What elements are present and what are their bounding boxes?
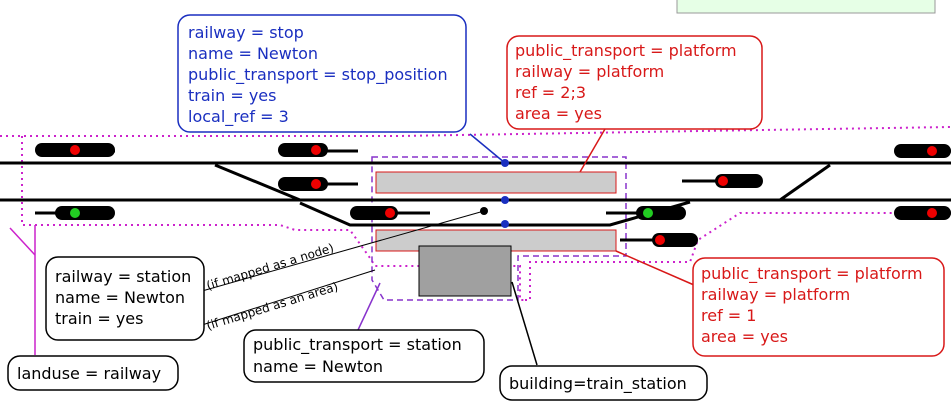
connector-station-node (201, 210, 485, 292)
platform-top-tag-box: public_transport = platform railway = pl… (506, 35, 763, 130)
signal-red-icon (278, 177, 358, 191)
station-area-tag-line: public_transport = station (253, 335, 462, 355)
stop-position-node (501, 220, 509, 228)
connector-station-area (201, 269, 376, 326)
signal-green-icon (35, 206, 115, 220)
building-tag: building=train_station (509, 374, 687, 394)
platform-top-tag-line: public_transport = platform (515, 41, 737, 61)
stop-tag-line: train = yes (188, 86, 276, 105)
stop-position-node (501, 196, 509, 204)
connector-stop (469, 133, 506, 164)
building-tag-box: building=train_station (499, 365, 708, 401)
station-tag-line: name = Newton (55, 288, 185, 307)
platform-bottom-tag-line: ref = 1 (701, 306, 756, 325)
legend-box (676, 0, 936, 14)
stop-tag-line: local_ref = 3 (188, 107, 289, 127)
signal-red-icon (278, 143, 358, 157)
connector-public-transport-station (357, 282, 381, 331)
station-tag-line: railway = station (55, 267, 191, 286)
stop-tag-line: name = Newton (188, 44, 318, 63)
signal-red-icon (350, 206, 430, 220)
platform-bottom-tag-line: area = yes (701, 327, 788, 346)
connector-building (511, 281, 538, 366)
connector-landuse-a (9, 227, 36, 256)
landuse-boundary-top (0, 126, 951, 137)
connector-platform-bottom (615, 250, 695, 286)
signal-green-icon (606, 206, 686, 220)
landuse-boundary-left (21, 136, 525, 301)
station-tag-line: train = yes (55, 309, 143, 328)
platform-top-tag-line: railway = platform (515, 62, 664, 81)
signal-red-icon (35, 143, 115, 157)
stop-tag-box: railway = stop name = Newton public_tran… (177, 14, 467, 133)
stop-tag-line: railway = stop (188, 23, 304, 42)
platform-bottom-tag-line: public_transport = platform (701, 264, 923, 284)
station-building (418, 245, 512, 297)
track-siding-right (779, 163, 831, 202)
landuse-boundary-right (525, 212, 951, 301)
signal-red-icon (894, 206, 951, 220)
platform-bottom-tag-line: railway = platform (701, 285, 850, 304)
stop-tag-line: public_transport = stop_position (188, 65, 448, 85)
station-tag-box: railway = station name = Newton train = … (45, 256, 205, 341)
connector-platform-top (579, 128, 606, 173)
station-area-tag-line: name = Newton (253, 357, 383, 376)
signal-red-icon (894, 144, 951, 158)
signal-red-icon (682, 174, 763, 188)
landuse-tag: landuse = railway (17, 364, 161, 383)
station-area-tag-box: public_transport = station name = Newton (243, 329, 485, 383)
platform-top-tag-line: area = yes (515, 104, 602, 123)
signal-red-icon (620, 233, 698, 247)
platform-top-tag-line: ref = 2;3 (515, 83, 586, 102)
track-siding-left-upper (214, 163, 301, 202)
station-area-outline (371, 156, 627, 301)
platform-bottom-tag-box: public_transport = platform railway = pl… (692, 257, 945, 357)
landuse-tag-box: landuse = railway (7, 355, 179, 391)
platform-top (375, 171, 617, 194)
